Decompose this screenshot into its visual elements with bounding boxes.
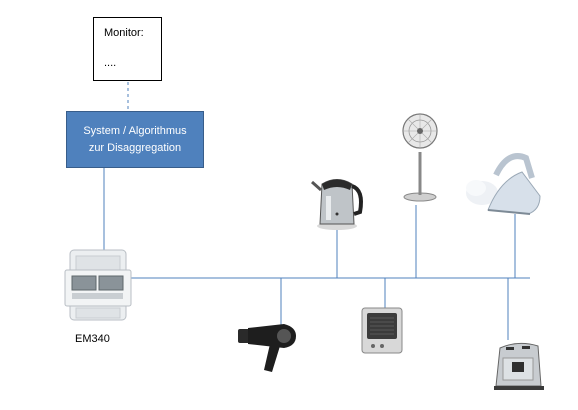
monitor-title: Monitor: (104, 27, 144, 39)
heater-icon (361, 307, 403, 354)
energy-meter-icon (64, 249, 132, 321)
monitor-box: Monitor: .... (93, 17, 162, 81)
system-line-2: zur Disaggregation (88, 141, 182, 154)
meter-label: EM340 (75, 333, 110, 345)
system-box: System / Algorithmus zur Disaggregation (66, 111, 204, 168)
monitor-content: .... (104, 57, 117, 69)
system-line-1: System / Algorithmus (83, 124, 187, 137)
fan-icon (402, 113, 438, 202)
toaster-icon (494, 342, 544, 390)
kettle-icon (311, 179, 363, 230)
iron-icon (466, 153, 541, 215)
hairdryer-icon (238, 324, 296, 372)
